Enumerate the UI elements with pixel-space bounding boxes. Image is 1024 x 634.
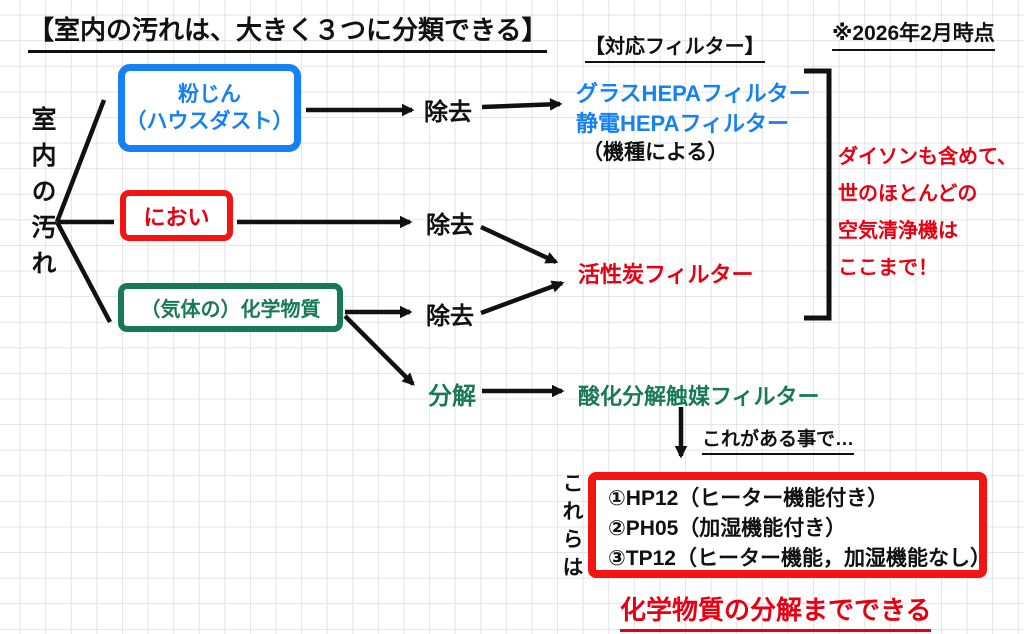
filter-carbon: 活性炭フィルター xyxy=(578,262,754,287)
filter-hepa-glass: グラスHEPAフィルター xyxy=(576,81,811,106)
product-item: ③TP12（ヒーター機能，加湿機能なし） xyxy=(608,547,991,570)
product-item: ①HP12（ヒーター機能付き） xyxy=(608,487,889,510)
action-remove-chemical: 除去 xyxy=(426,303,474,330)
arrow-remove-to-hepa xyxy=(481,98,563,111)
date-note: ※2026年2月時点 xyxy=(832,17,995,51)
category-box-odor: におい xyxy=(120,190,233,241)
bracket-note-line: ここまで！ xyxy=(838,257,938,279)
arrow-remove-to-carbon-lower xyxy=(480,280,565,316)
bracket-right xyxy=(804,68,832,321)
source-label: 室内の汚れ xyxy=(28,106,56,286)
arrow-chemical-to-decompose xyxy=(343,314,415,386)
product-item: ②PH05（加湿機能付き） xyxy=(608,517,847,540)
fork-line-dust xyxy=(54,99,107,223)
conclusion-text: 化学物質の分解までできる xyxy=(620,590,932,632)
bracket-note-line: ダイソンも含めて、 xyxy=(838,146,1017,168)
because-note: これがある事で… xyxy=(702,424,855,455)
bracket-note-line: 世のほとんどの xyxy=(838,183,978,205)
filter-hepa-static: 静電HEPAフィルター xyxy=(576,111,790,136)
arrow-remove-to-carbon-upper xyxy=(480,224,559,265)
page-title: 【室内の汚れは、大きく３つに分類できる】 xyxy=(28,10,548,53)
filter-catalyst: 酸化分解触媒フィルター xyxy=(578,384,820,409)
action-decompose: 分解 xyxy=(428,383,476,410)
action-remove-odor: 除去 xyxy=(426,212,474,239)
dust-label-line2: （ハウスダスト） xyxy=(125,110,294,133)
these-label: これらは xyxy=(560,472,583,584)
fork-line-chemical xyxy=(55,220,112,324)
filter-heading: 【対応フィルター】 xyxy=(585,30,765,63)
chemical-label: （気体の）化学物質 xyxy=(140,299,321,321)
products-box: ①HP12（ヒーター機能付き） ②PH05（加湿機能付き） ③TP12（ヒーター… xyxy=(588,472,991,578)
action-remove-dust: 除去 xyxy=(424,99,472,126)
bracket-note: ダイソンも含めて、 世のほとんどの 空気清浄機は ここまで！ xyxy=(838,139,1017,287)
bracket-note-line: 空気清浄機は xyxy=(838,220,958,242)
odor-label: におい xyxy=(143,204,210,230)
category-box-dust: 粉じん （ハウスダスト） xyxy=(118,64,301,152)
filter-hepa-note: （機種による） xyxy=(582,141,729,164)
dust-label-line1: 粉じん xyxy=(178,83,241,106)
category-box-chemical: （気体の）化学物質 xyxy=(118,283,343,332)
